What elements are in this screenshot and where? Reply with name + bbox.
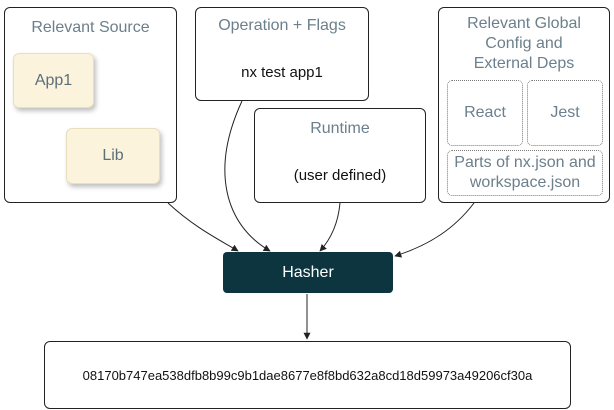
jest-dep: Jest [527,80,603,146]
global-config-box: Relevant Global Config and External Deps… [438,7,610,203]
operation-flags-box: Operation + Flags nx test app1 [195,7,369,101]
relevant-source-box: Relevant Source App1 Lib [4,7,177,203]
runtime-value: (user defined) [293,167,387,184]
hash-value: 08170b747ea538dfb8b99c9b1dae8677e8f8bd63… [82,367,533,383]
global-config-title-line-3: External Deps [473,55,575,72]
nx-json-parts-line-2: workspace.json [469,174,581,191]
nx-json-parts: Parts of nx.json and workspace.json [447,150,603,196]
relevant-source-title: Relevant Source [31,19,150,36]
arrow-source-to-hasher [167,202,239,252]
runtime-box: Runtime (user defined) [254,108,426,203]
hasher-node: Hasher [223,252,393,293]
operation-command: nx test app1 [241,64,323,81]
operation-flags-title: Operation + Flags [218,17,346,34]
nx-json-parts-line-1: Parts of nx.json and [454,154,596,171]
global-config-title: Relevant Global Config and External Deps [439,14,609,74]
react-dep: React [447,80,523,146]
runtime-title: Runtime [310,120,370,137]
hash-output-box: 08170b747ea538dfb8b99c9b1dae8677e8f8bd63… [44,341,571,409]
arrow-operation-to-hasher [224,100,271,252]
arrow-global-to-hasher [394,202,475,258]
arrow-runtime-to-hasher [319,202,341,252]
lib-node: Lib [66,128,160,184]
global-config-title-line-1: Relevant Global [467,15,581,32]
global-config-title-line-2: Config and [485,35,563,52]
app1-node: App1 [13,53,94,108]
